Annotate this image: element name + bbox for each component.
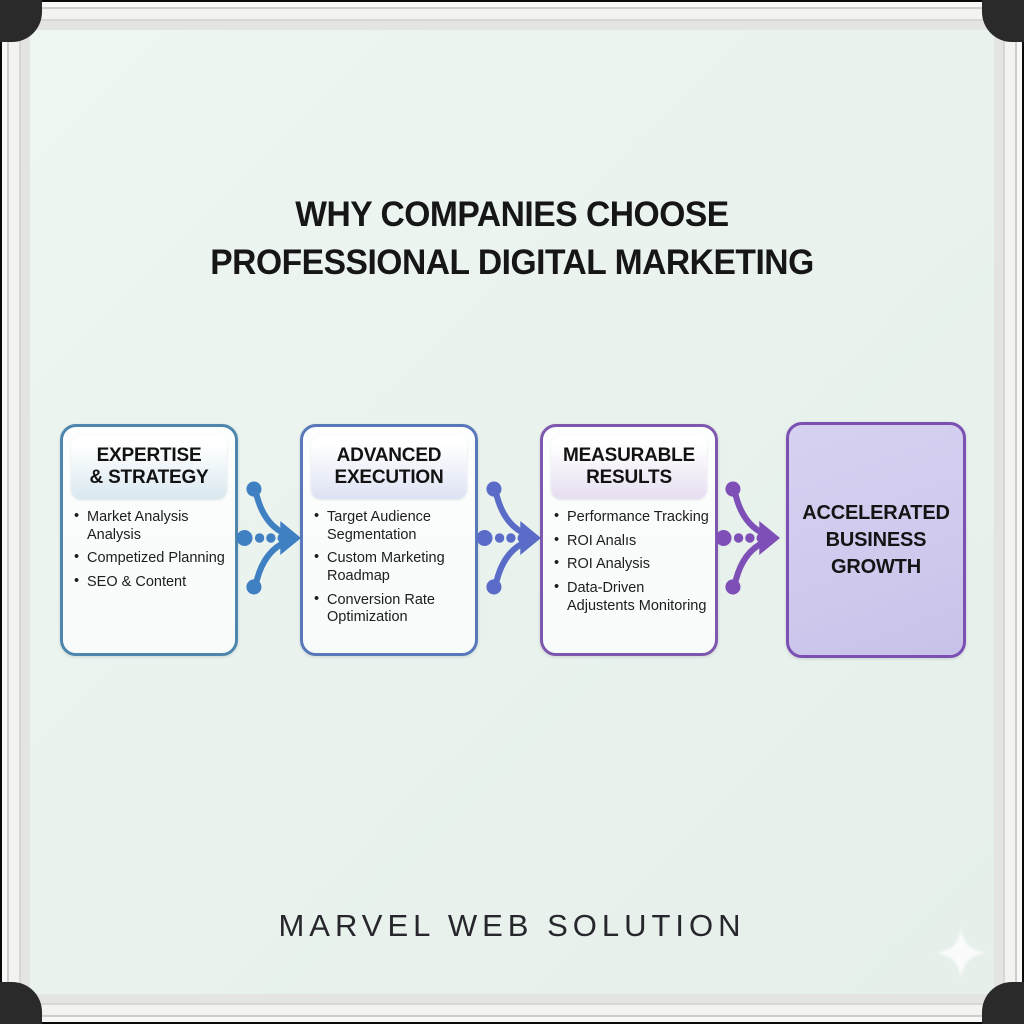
stage-title-line: ADVANCED — [336, 444, 442, 466]
stage-expertise-strategy-header: EXPERTISE & STRATEGY — [71, 435, 227, 499]
bullet-item: ROI Analysis — [551, 555, 711, 574]
stage-measurable-results: MEASURABLE RESULTS Performance Tracking … — [540, 424, 718, 656]
stage-advanced-execution-bullets: Target Audience Segmentation Custom Mark… — [311, 508, 471, 627]
sparkle-icon — [936, 928, 986, 978]
bullet-item: ROI Analıs — [551, 532, 711, 551]
stage-title-line: & STRATEGY — [89, 467, 209, 488]
stage-measurable-results-header: MEASURABLE RESULTS — [551, 435, 707, 499]
bullet-item: Data-Driven Adjustents Monitoring — [551, 579, 711, 615]
brand-watermark: MARVEL WEB SOLUTION — [278, 908, 746, 943]
stage-title-line: MEASURABLE — [562, 444, 696, 466]
page-title-line2: PROFESSIONAL DIGITAL MARKETING — [210, 243, 814, 283]
bullet-item: Market Analysis Analysis — [71, 508, 231, 544]
bullet-item: SEO & Content — [71, 573, 231, 592]
stage-advanced-execution-header: ADVANCED EXECUTION — [311, 435, 467, 499]
stage-accelerated-business-growth: ACCELERATED BUSINESS GROWTH — [786, 422, 966, 658]
stage-expertise-strategy: EXPERTISE & STRATEGY Market Analysis Ana… — [60, 424, 238, 656]
bullet-item: Performance Tracking — [551, 508, 711, 527]
bullet-item: Competized Planning — [71, 549, 231, 568]
branch-arrow-icon-results-to-growth — [716, 472, 780, 604]
branch-arrow-icon-execution-to-results — [477, 472, 541, 604]
stage-title-line: BUSINESS — [825, 528, 927, 551]
stage-title-line: EXPERTISE — [96, 444, 202, 466]
stage-expertise-strategy-bullets: Market Analysis Analysis Competized Plan… — [71, 508, 231, 592]
stage-measurable-results-bullets: Performance Tracking ROI Analıs ROI Anal… — [551, 508, 711, 615]
stage-advanced-execution: ADVANCED EXECUTION Target Audience Segme… — [300, 424, 478, 656]
stage-accelerated-business-growth-title: ACCELERATED BUSINESS GROWTH — [802, 500, 950, 581]
page-title: WHY COMPANIES CHOOSE PROFESSIONAL DIGITA… — [0, 191, 1024, 286]
bullet-item: Target Audience Segmentation — [311, 508, 471, 544]
stage-title-line: EXECUTION — [334, 467, 444, 488]
bullet-item: Conversion Rate Optimization — [311, 591, 471, 627]
bullet-item: Custom Marketing Roadmap — [311, 549, 471, 585]
stage-title-line: ACCELERATED — [802, 501, 950, 524]
stage-title-line: GROWTH — [831, 555, 921, 578]
page-title-line1: WHY COMPANIES CHOOSE — [295, 195, 729, 235]
stage-title-line: RESULTS — [586, 467, 672, 488]
branch-arrow-icon-expertise-to-execution — [237, 472, 301, 604]
